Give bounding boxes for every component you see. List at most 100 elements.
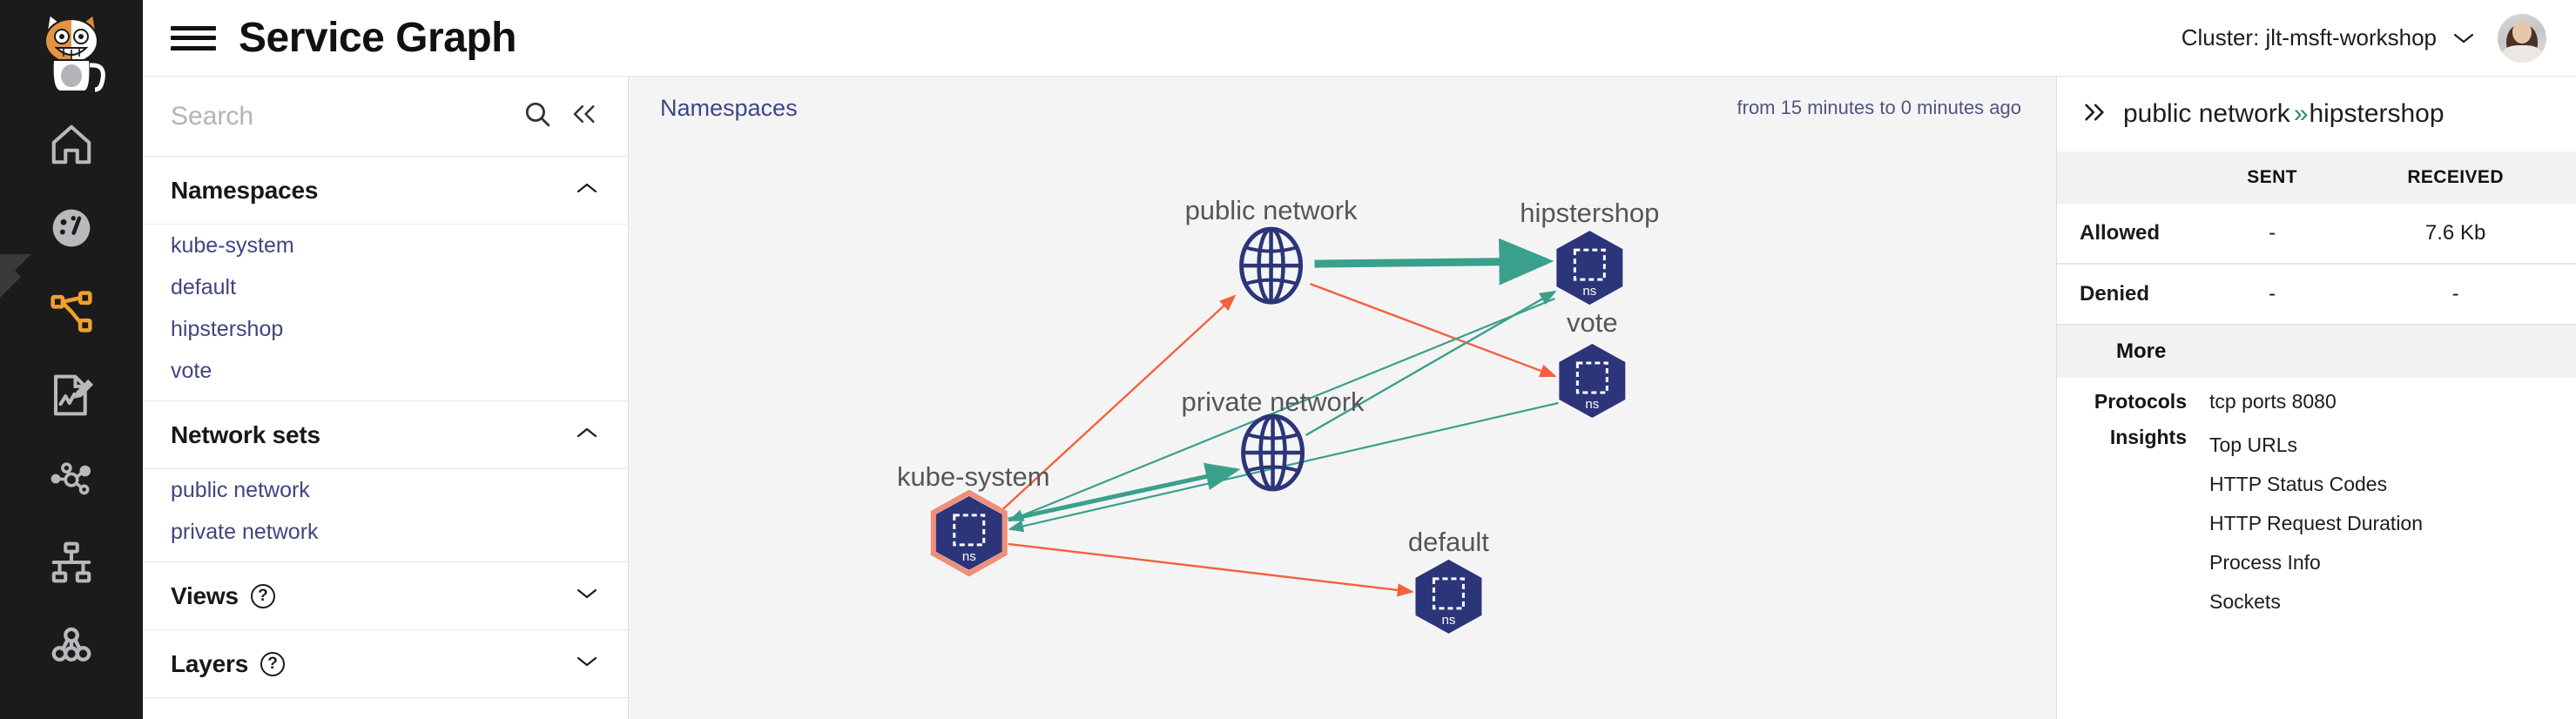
row-label-allowed: Allowed [2057,204,2209,265]
nav-section-layers[interactable]: Layers ? [143,630,628,698]
sidebar-item-service-graph[interactable] [0,270,143,353]
search-icon[interactable] [523,99,552,133]
protocols-value: tcp ports 8080 [2209,390,2337,413]
table-col-sent: SENT [2209,151,2336,204]
svg-text:ns: ns [1582,284,1596,299]
protocols-label: Protocols [2094,390,2187,413]
gauge-icon [48,205,95,252]
chevron-up-icon [574,179,600,201]
help-icon[interactable]: ? [250,583,275,608]
service-graph-canvas[interactable]: Namespaces from 15 minutes to 0 minutes … [629,77,2057,719]
protocols-row: Protocols tcp ports 8080 [2057,378,2576,413]
avatar[interactable] [2498,13,2546,63]
node-vote[interactable]: vote ns [1559,307,1626,418]
nav-body-network-sets: public network private network [143,469,628,562]
traffic-table: SENT RECEIVED Allowed - 7.6 Kb Denied - … [2057,151,2576,326]
node-private-network[interactable]: private network [1182,386,1366,492]
nav-section-network-sets[interactable]: Network sets [143,401,628,469]
node-default[interactable]: default ns [1408,527,1489,634]
sidebar-item-clusters[interactable] [0,604,143,688]
double-chevron-right-icon: » [2293,99,2309,128]
more-section-header[interactable]: More [2057,326,2576,378]
edge-hipstershop-kube-system[interactable] [1008,298,1555,521]
search-input[interactable] [171,101,507,131]
nav-section-title: Views [171,581,239,609]
calico-cat-logo[interactable] [0,0,143,103]
sitemap-icon [48,539,95,586]
insight-http-status-codes[interactable]: HTTP Status Codes [2209,473,2388,495]
row-label-denied: Denied [2057,264,2209,326]
edge-public-network-hipstershop[interactable] [1314,238,1554,286]
node-hipstershop[interactable]: hipstershop ns [1520,198,1659,306]
details-source[interactable]: public network [2123,99,2290,128]
node-label-vote: vote [1567,307,1618,338]
nav-section-title: Layers [171,649,249,677]
chevron-double-right-icon[interactable] [2080,100,2109,129]
sidebar-item-default[interactable]: default [171,274,237,299]
node-label-hipstershop: hipstershop [1520,198,1659,228]
canvas-header: Namespaces from 15 minutes to 0 minutes … [629,77,2056,139]
namespace-node-icon: ns [1556,231,1623,306]
chevron-up-icon [574,424,600,446]
details-panel: public network » hipstershop SENT RECEIV… [2057,77,2576,719]
search-row [143,77,628,157]
nav-section-namespaces[interactable]: Namespaces [143,157,628,225]
service-graph-icon [48,288,95,335]
hamburger-menu-icon[interactable] [171,21,216,56]
sidebar-item-dashboard[interactable] [0,186,143,270]
sidebar-item-home[interactable] [0,103,143,186]
svg-text:ns: ns [962,549,976,564]
insight-http-request-duration[interactable]: HTTP Request Duration [2209,512,2424,534]
namespace-node-icon: ns [1559,344,1626,418]
topbar-right-group: Cluster: jlt-msft-workshop [2182,13,2546,63]
sidebar-item-hipstershop[interactable]: hipstershop [171,316,284,341]
allowed-sent-value: - [2209,204,2336,265]
nav-section-title: Network sets [171,420,320,448]
table-row: Denied - - [2057,264,2576,326]
cluster-circles-icon [48,622,95,669]
sidebar-item-public-network[interactable]: public network [171,477,310,502]
node-label-private-network: private network [1182,386,1366,417]
edge-kube-system-default[interactable] [1008,542,1414,597]
node-public-network[interactable]: public network [1185,195,1358,305]
details-target[interactable]: hipstershop [2309,99,2445,128]
top-bar: Service Graph Cluster: jlt-msft-workshop [143,0,2576,77]
table-col-received: RECEIVED [2335,151,2576,204]
table-row: Allowed - 7.6 Kb [2057,204,2576,265]
node-label-default: default [1408,527,1489,557]
edge-public-network-vote[interactable] [1310,282,1557,378]
insight-top-urls[interactable]: Top URLs [2209,433,2297,456]
sidebar-item-hierarchy[interactable] [0,521,143,604]
sidebar-item-nodes[interactable] [0,437,143,521]
chevron-down-icon [574,585,600,607]
edge-kube-system-public-network[interactable] [1001,294,1237,510]
icon-rail [0,0,143,719]
nav-section-title: Namespaces [171,176,319,204]
time-range-label[interactable]: from 15 minutes to 0 minutes ago [1736,97,2022,118]
breadcrumb[interactable]: Namespaces [660,94,798,121]
denied-received-value: - [2335,264,2576,326]
table-header-row: SENT RECEIVED [2057,151,2576,204]
left-nav-panel: Namespaces kube-system default hipstersh… [143,77,629,719]
insight-process-info[interactable]: Process Info [2209,551,2321,574]
sidebar-item-policies[interactable] [0,353,143,437]
help-icon[interactable]: ? [260,651,286,676]
allowed-received-value: 7.6 Kb [2335,204,2576,265]
details-title: public network » hipstershop [2123,99,2445,129]
edge-kube-system-private-network[interactable] [1008,462,1241,522]
cluster-selector-label: Cluster: jlt-msft-workshop [2181,24,2437,50]
nav-section-views[interactable]: Views ? [143,562,628,630]
node-kube-system[interactable]: kube-system ns [897,461,1050,577]
nav-body-namespaces: kube-system default hipstershop vote [143,225,628,401]
insight-sockets[interactable]: Sockets [2209,590,2281,613]
sidebar-item-private-network[interactable]: private network [171,519,319,544]
insights-row: Insights Top URLs HTTP Status Codes HTTP… [2057,413,2576,622]
sidebar-item-kube-system[interactable]: kube-system [171,232,294,258]
namespace-node-icon: ns [1415,559,1482,634]
home-icon [48,121,95,168]
sidebar-item-vote[interactable]: vote [171,358,212,383]
node-label-kube-system: kube-system [897,461,1050,492]
collapse-left-icon[interactable] [568,101,599,131]
namespace-node-icon: ns [930,489,1008,577]
cluster-selector[interactable]: Cluster: jlt-msft-workshop [2182,24,2475,51]
